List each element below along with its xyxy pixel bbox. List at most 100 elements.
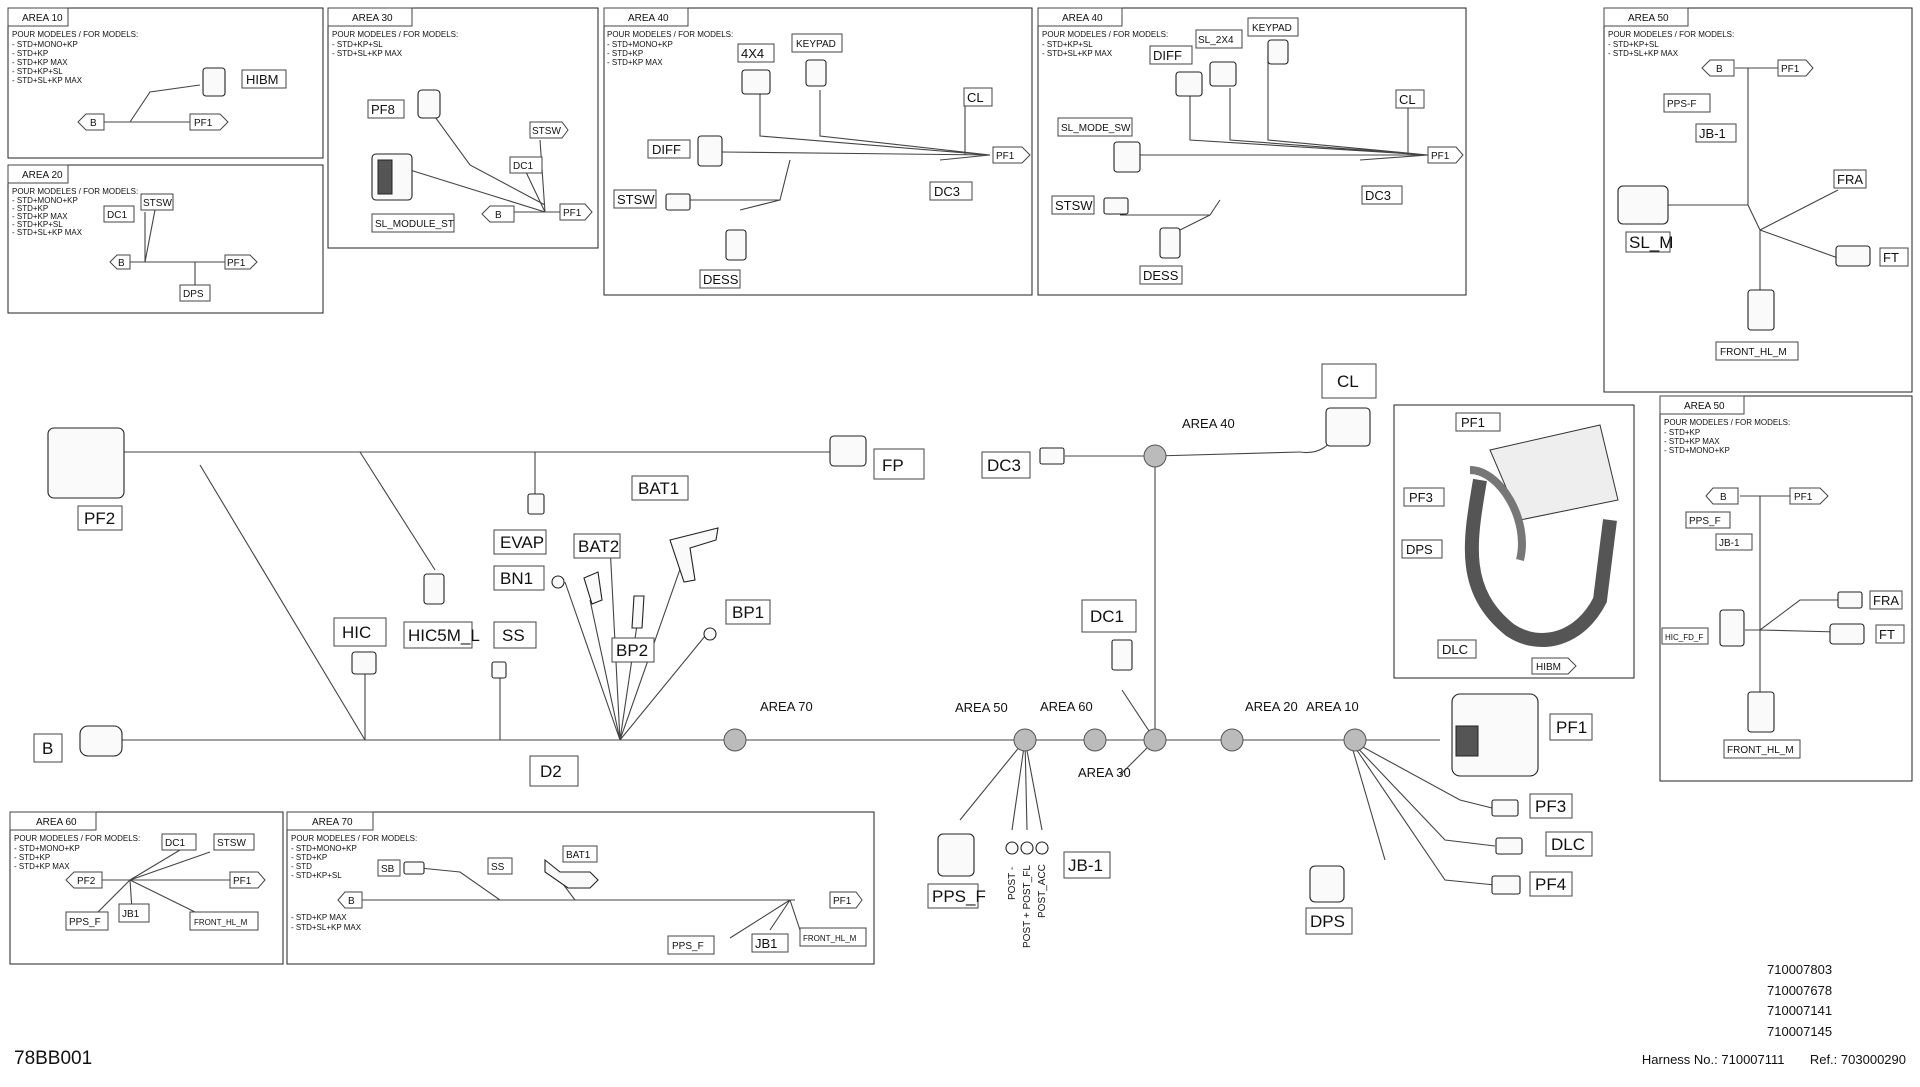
area-50b-hic-label: HIC_FD_F <box>1665 633 1703 642</box>
area-70-jb1-label: JB1 <box>755 936 777 951</box>
stsw-connector-icon <box>665 193 691 211</box>
area-50a-ft-label: FT <box>1883 250 1899 265</box>
area-60-title: AREA 60 <box>36 817 77 828</box>
footer-info: Harness No.: 710007111 Ref.: 703000290 <box>1642 1052 1906 1067</box>
area-50a-pf1-label: PF1 <box>1781 64 1800 75</box>
area-50b-fra-label: FRA <box>1873 593 1899 608</box>
area-40a-4x4-label: 4X4 <box>741 46 764 61</box>
area-50b-ft-label: FT <box>1879 627 1895 642</box>
area-60-box: AREA 60 POUR MODELES / FOR MODELS: - STD… <box>9 811 284 965</box>
harness-number-3: 710007141 <box>1767 1003 1833 1018</box>
area-50b-box: AREA 50 POUR MODELES / FOR MODELS: - STD… <box>1659 395 1913 782</box>
area-10-model-3: - STD+KP MAX <box>12 58 68 67</box>
area-20-marker <box>1220 728 1244 752</box>
area-20-dps-label: DPS <box>183 289 204 300</box>
inset-pf3-label: PF3 <box>1409 490 1433 505</box>
area-40b-box: AREA 40 POUR MODELES / FOR MODELS: - STD… <box>1037 7 1467 296</box>
area-70-ss-label: SS <box>491 862 505 873</box>
area-30-slmodule-label: SL_MODULE_ST <box>375 219 454 230</box>
main-ppsf-label: PPS_F <box>932 887 986 906</box>
main-area20-label: AREA 20 <box>1245 699 1298 714</box>
area-40b-head: POUR MODELES / FOR MODELS: <box>1042 30 1168 39</box>
bn1-terminal-icon <box>551 575 565 589</box>
main-dps-label: DPS <box>1310 912 1345 931</box>
dc1-connector-icon <box>1111 639 1133 671</box>
sl-dess-connector-icon <box>1159 227 1181 259</box>
inset-harness-photo: PF1 PF3 DPS DLC HIBM <box>1393 404 1635 679</box>
main-evap-label: EVAP <box>500 533 544 552</box>
area-70-model-2: - STD+KP <box>291 853 327 862</box>
hic5m-connector-icon <box>423 573 445 605</box>
area-60-marker <box>1083 728 1107 752</box>
inset-dlc-label: DLC <box>1442 642 1468 657</box>
area-40a-model-3: - STD+KP MAX <box>607 58 663 67</box>
post-acc-icon <box>1035 841 1049 855</box>
main-bp1-label: BP1 <box>732 603 764 622</box>
area-70-sb-label: SB <box>381 864 395 875</box>
area-40b-pf1-label: PF1 <box>1431 151 1450 162</box>
bp1-terminal-icon <box>703 627 717 641</box>
main-b-label: B <box>42 739 53 758</box>
area-60-model-1: - STD+MONO+KP <box>14 844 80 853</box>
area-60-fronthl-label: FRONT_HL_M <box>194 918 248 927</box>
sb-connector-icon <box>403 861 425 875</box>
area-20-pf1-label: PF1 <box>227 258 246 269</box>
sl-m-connector-icon <box>1617 185 1669 225</box>
main-pf4-label: PF4 <box>1535 875 1566 894</box>
bat2-terminal-icon <box>583 571 603 605</box>
ppsf-connector-icon <box>937 833 975 877</box>
area-70-ppsf-label: PPS_F <box>672 941 704 952</box>
main-pf3-label: PF3 <box>1535 797 1566 816</box>
main-area10-label: AREA 10 <box>1306 699 1359 714</box>
main-harness: PF2 FP BAT1 EVAP BAT2 BN1 BP1 BP2 HIC <box>33 363 1593 948</box>
diff-connector-icon <box>697 135 723 167</box>
main-jb1-label: JB-1 <box>1068 856 1103 875</box>
pf3-connector-icon <box>1491 799 1519 817</box>
area-50b-model-2: - STD+KP MAX <box>1664 437 1720 446</box>
main-bat2-label: BAT2 <box>578 537 619 556</box>
area-10-head: POUR MODELES / FOR MODELS: <box>12 30 138 39</box>
area-20-model-3: - STD+KP MAX <box>12 212 68 221</box>
area-50a-model-2: - STD+SL+KP MAX <box>1608 49 1679 58</box>
area-70-bat1-label: BAT1 <box>566 850 591 861</box>
inset-dps-label: DPS <box>1406 542 1433 557</box>
area-60-jb1-label: JB1 <box>122 909 140 920</box>
main-area70-label: AREA 70 <box>760 699 813 714</box>
hic-connector-icon <box>351 651 377 675</box>
inset-hibm-label: HIBM <box>1536 662 1561 673</box>
main-hic-label: HIC <box>342 623 371 642</box>
area-70-marker <box>723 728 747 752</box>
area-40a-head: POUR MODELES / FOR MODELS: <box>607 30 733 39</box>
area-50b-model-1: - STD+KP <box>1664 428 1700 437</box>
area-60-model-3: - STD+KP MAX <box>14 862 70 871</box>
area-20-model-5: - STD+SL+KP MAX <box>12 228 83 237</box>
area-30-box: AREA 30 POUR MODELES / FOR MODELS: - STD… <box>327 7 599 249</box>
area-60-head: POUR MODELES / FOR MODELS: <box>14 834 140 843</box>
area-70-title: AREA 70 <box>312 817 353 828</box>
sl-2x4-connector-icon <box>1209 61 1237 87</box>
area-30-model-1: - STD+KP+SL <box>332 40 383 49</box>
ft-b-connector-icon <box>1829 623 1865 645</box>
main-pf2-label: PF2 <box>84 509 115 528</box>
main-area60-label: AREA 60 <box>1040 699 1093 714</box>
dess-connector-icon <box>725 229 747 261</box>
area-10-model-5: - STD+SL+KP MAX <box>12 76 83 85</box>
pf2-connector-icon <box>47 427 125 499</box>
harness-number-1: 710007803 <box>1767 962 1833 977</box>
area-70-head: POUR MODELES / FOR MODELS: <box>291 834 417 843</box>
main-area50-label: AREA 50 <box>955 700 1008 715</box>
main-fp-label: FP <box>882 456 904 475</box>
area-60-dc1-label: DC1 <box>165 838 185 849</box>
main-area30-label: AREA 30 <box>1078 765 1131 780</box>
area-10-box: AREA 10 POUR MODELES / FOR MODELS: - STD… <box>7 7 324 159</box>
area-50a-title: AREA 50 <box>1628 13 1669 24</box>
main-ss-label: SS <box>502 626 525 645</box>
area-70-model-5: - STD+KP MAX <box>291 913 347 922</box>
area-60-model-2: - STD+KP <box>14 853 50 862</box>
area-50a-model-1: - STD+KP+SL <box>1608 40 1659 49</box>
area-50-marker <box>1013 728 1037 752</box>
area-50a-fronthl-label: FRONT_HL_M <box>1720 347 1787 358</box>
post-plus-icon <box>1020 841 1034 855</box>
area-40b-keypad-label: KEYPAD <box>1252 23 1292 34</box>
